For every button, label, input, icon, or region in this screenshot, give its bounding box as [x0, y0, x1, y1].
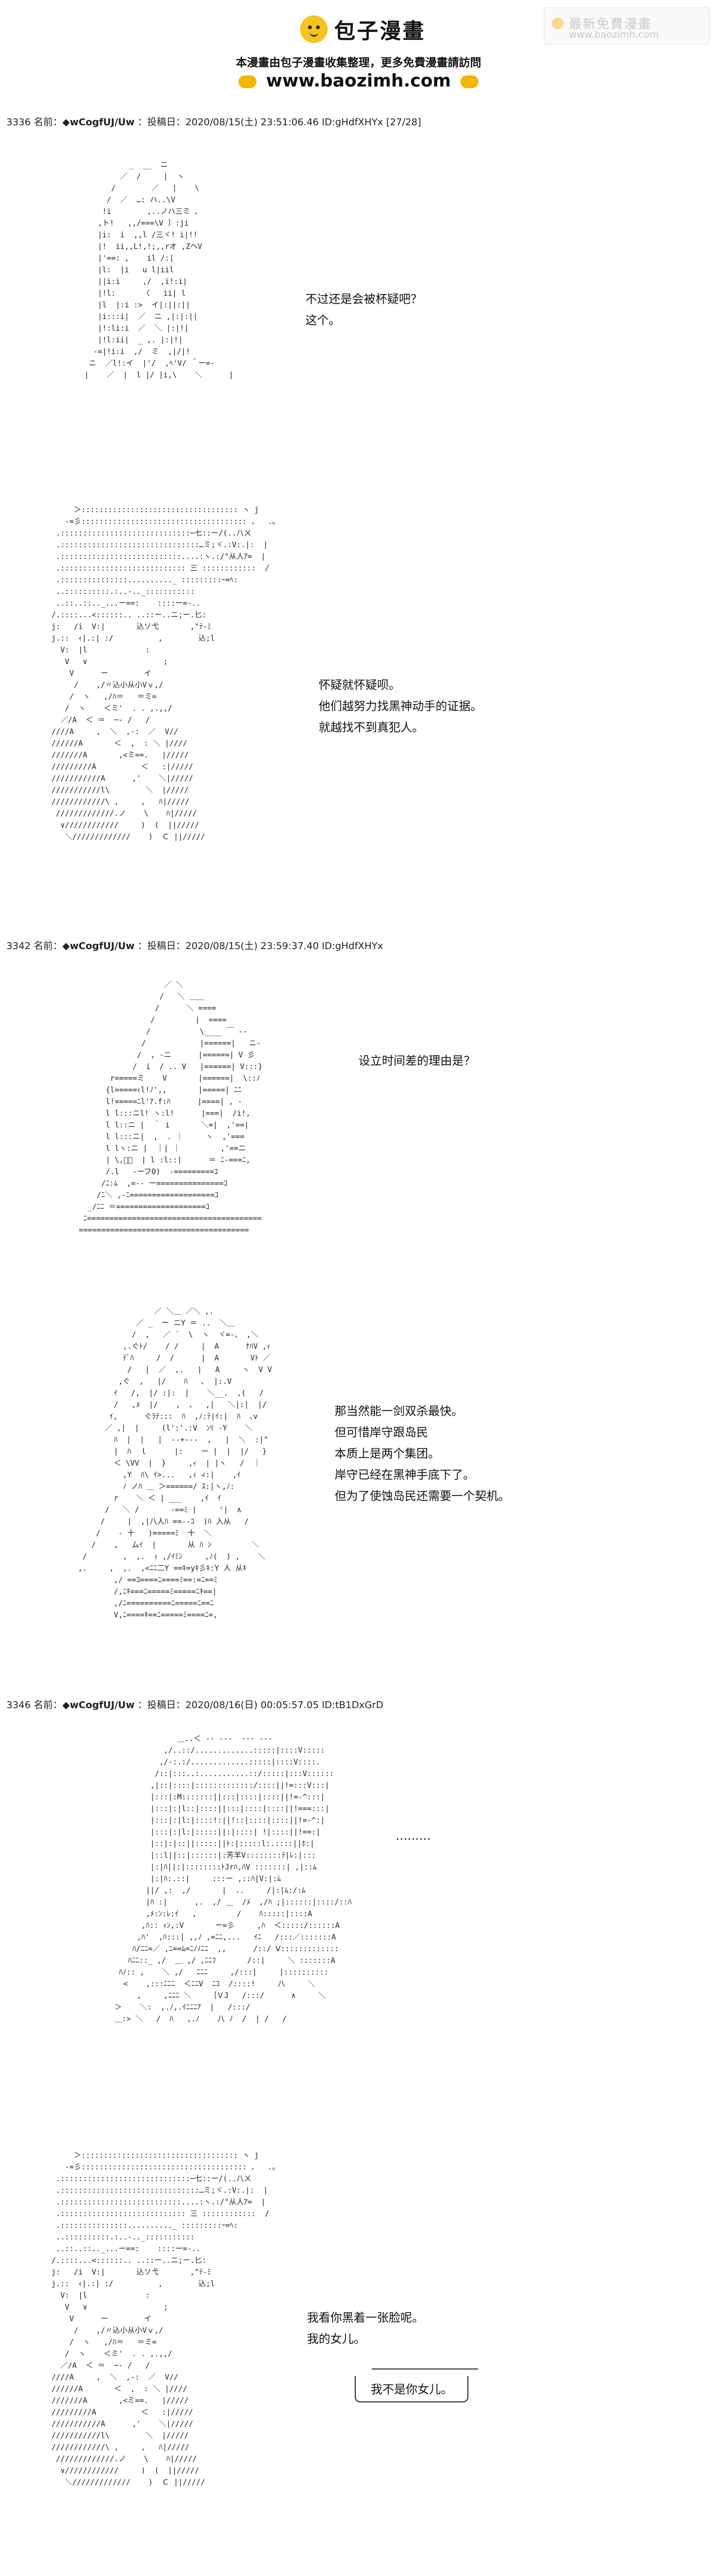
site-url[interactable]: www.baozimh.com [266, 70, 451, 91]
hand-icon [552, 18, 564, 29]
ascii-art-figure: ／ ＼ / ＼ ＿＿ / ＼ ==== / | ==== / \____ ￣ ‐… [79, 981, 263, 1235]
post-info: 投稿日：2020/08/15(土) 23:51:06.46 ID:gHdfXHY… [147, 117, 421, 128]
bun-logo-icon [300, 15, 328, 43]
poster-name: ◆wCogfUJ/Uw [62, 941, 135, 952]
post-info: 投稿日：2020/08/15(土) 23:59:37.40 ID:gHdfXHY… [147, 941, 383, 952]
dialog-text: 怀疑就怀疑呗。 他们越努力找黑神动手的证据。 就越找不到真犯人。 [319, 679, 483, 735]
post-number: 3342 名前： [6, 941, 63, 952]
ascii-art-figure: ／ ＼＿ ／＼ ,. ／ _ ー ニY ＝ .. ＼＿ / , ／ ´ \ ヽ … [78, 1307, 272, 1619]
logo-text: 包子漫畫 [334, 19, 425, 44]
post-number: 3336 名前： [6, 117, 63, 128]
badge-url: www.baozimh.com [569, 29, 659, 40]
dialog-text: 那当然能一剑双杀最快。 但可惜岸守跟岛民 本质上是两个集团。 岸守已经在黑神手底… [335, 1405, 510, 1503]
ascii-art-figure: ＞::::::::::::::::::::::::::::::::::: ヽ j… [51, 2151, 276, 2487]
pointing-hand-icon [460, 75, 479, 88]
dialog-text: ……… [396, 1830, 431, 1843]
dialog-text: 我看你黑着一张脸呢。 我的女儿。 [307, 2312, 424, 2346]
site-url-row[interactable]: www.baozimh.com [0, 70, 717, 91]
poster-name: ◆wCogfUJ/Uw [62, 1700, 135, 1711]
speech-bubble: 我不是你女儿。 [355, 2376, 469, 2402]
post-number: 3346 名前： [6, 1700, 63, 1711]
ascii-art-figure: _ __ ニ ／ / | ヽ / ／ | \ / ／ …: ハ..\V !i ,… [84, 161, 234, 380]
dialog-text: 不过还是会被杯疑吧？ 这个。 [305, 293, 423, 328]
site-logo[interactable]: 包子漫畫 [300, 13, 425, 45]
watermark-badge: 最新免費漫畫 www.baozimh.com [544, 7, 710, 45]
bubble-text: 我不是你女儿。 [371, 2383, 453, 2397]
post-info: 投稿日：2020/08/16(日) 00:05:57.05 ID:tB1DxGr… [147, 1700, 383, 1711]
post-header: 3336 名前：◆wCogfUJ/Uw ：投稿日：2020/08/15(土) 2… [6, 117, 421, 128]
post-header: 3346 名前：◆wCogfUJ/Uw ：投稿日：2020/08/16(日) 0… [6, 1700, 383, 1711]
speech-bubble-tail [372, 2368, 478, 2370]
pointing-hand-icon [238, 75, 257, 88]
badge-title: 最新免費漫畫 [569, 16, 652, 31]
dialog-text: 设立时间差的理由是？ [358, 1055, 476, 1068]
ascii-art-figure: ＞::::::::::::::::::::::::::::::::::: ヽ j… [51, 506, 276, 841]
notice-text: 本漫畫由包子漫畫收集整理，更多免費漫畫請訪問 [236, 56, 481, 69]
ascii-art-figure: ＿..＜ -- --- --- --- ,/..::/.............… [114, 1735, 352, 2023]
poster-name: ◆wCogfUJ/Uw [62, 117, 135, 128]
page-header: 包子漫畫 本漫畫由包子漫畫收集整理，更多免費漫畫請訪問 www.baozimh.… [0, 0, 717, 101]
post-header: 3342 名前：◆wCogfUJ/Uw ：投稿日：2020/08/15(土) 2… [6, 941, 383, 952]
